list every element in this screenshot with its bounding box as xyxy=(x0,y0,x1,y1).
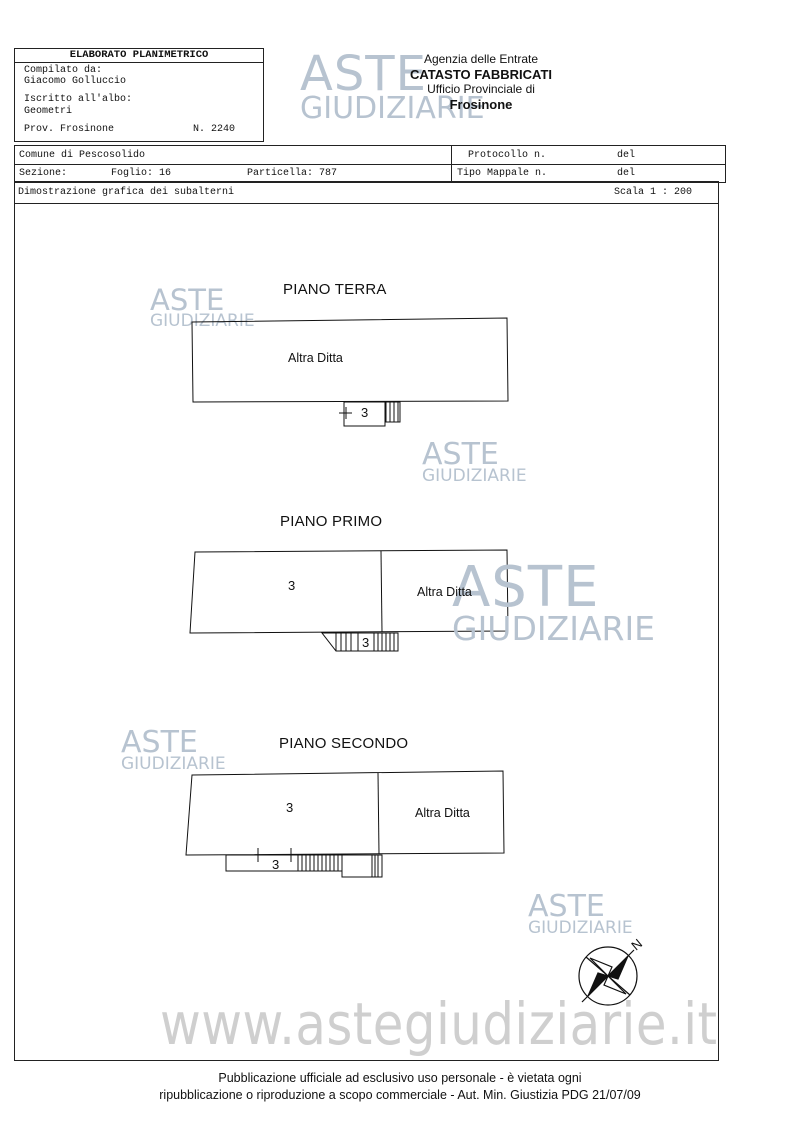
comune-value: Comune di Pescosolido xyxy=(19,150,146,161)
albo-number: N. 2240 xyxy=(193,124,236,135)
subalterno-primo-main: 3 xyxy=(288,578,296,593)
url-watermark: www.astegiudiziarie.it xyxy=(160,990,718,1058)
subalterno-terra: 3 xyxy=(361,405,369,420)
subalterno-secondo-main: 3 xyxy=(286,800,294,815)
compilato-label: Compilato da: xyxy=(24,65,103,76)
plan-title-primo: PIANO PRIMO xyxy=(280,513,383,530)
elaborato-title: ELABORATO PLANIMETRICO xyxy=(15,49,263,63)
room-altra-ditta-primo: Altra Ditta xyxy=(417,585,472,599)
footer-notice: Pubblicazione ufficiale ad esclusivo uso… xyxy=(130,1070,670,1104)
north-compass-icon xyxy=(578,946,638,1006)
tipo-mappale-label: Tipo Mappale n. xyxy=(457,168,548,179)
plan-title-terra: PIANO TERRA xyxy=(283,281,387,298)
planimetry-frame: Dimostrazione grafica dei subalterni Sca… xyxy=(14,181,719,1061)
tipo-mappale-del-label: del xyxy=(617,168,636,179)
ufficio-label: Ufficio Provinciale di xyxy=(427,82,535,96)
iscritto-value: Geometri xyxy=(24,106,73,117)
subalterno-secondo-balcony: 3 xyxy=(272,857,280,872)
footer-line-1: Pubblicazione ufficiale ad esclusivo uso… xyxy=(218,1071,582,1085)
scale-value: Scala 1 : 200 xyxy=(614,187,693,198)
prov-value: Prov. Frosinone xyxy=(24,124,115,135)
dimostrazione-label: Dimostrazione grafica dei subalterni xyxy=(18,187,235,198)
room-altra-ditta-terra: Altra Ditta xyxy=(288,351,343,365)
compilato-name: Giacomo Golluccio xyxy=(24,76,127,87)
footer-line-2: ripubblicazione o riproduzione a scopo c… xyxy=(159,1088,641,1102)
sezione-label: Sezione: xyxy=(19,168,68,179)
subalterno-primo-stair: 3 xyxy=(362,635,370,650)
protocollo-del-label: del xyxy=(617,150,636,161)
room-altra-ditta-secondo: Altra Ditta xyxy=(415,806,470,820)
foglio-value: Foglio: 16 xyxy=(111,168,172,179)
protocollo-label: Protocollo n. xyxy=(468,150,547,161)
catasto-title: CATASTO FABBRICATI xyxy=(409,67,553,82)
elaborato-header-box: ELABORATO PLANIMETRICO Compilato da: Gia… xyxy=(14,48,264,142)
provincia-name: Frosinone xyxy=(449,97,513,112)
plan-title-secondo: PIANO SECONDO xyxy=(279,735,409,752)
agency-block: Agenzia delle Entrate CATASTO FABBRICATI… xyxy=(386,52,576,112)
cadastral-info-box: Comune di Pescosolido Sezione: Foglio: 1… xyxy=(14,145,726,183)
iscritto-label: Iscritto all'albo: xyxy=(24,94,133,105)
agency-name: Agenzia delle Entrate xyxy=(423,52,539,66)
particella-value: Particella: 787 xyxy=(247,168,338,179)
